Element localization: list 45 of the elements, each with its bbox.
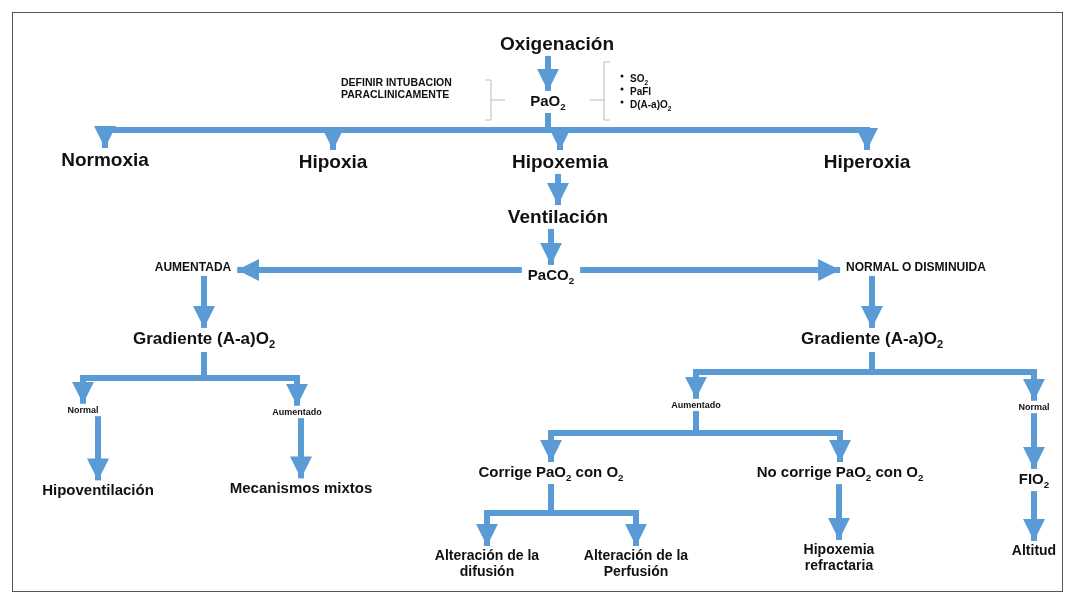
node-label: NORMAL O DISMINUIDA bbox=[846, 261, 986, 275]
node-label: PaCO$_{2}$ bbox=[527, 265, 575, 287]
arrow bbox=[1023, 491, 1045, 541]
arrow bbox=[548, 484, 647, 546]
node-label: DEFINIR INTUBACION PARACLINICAMENTE bbox=[341, 75, 491, 101]
arrow bbox=[1023, 413, 1045, 469]
list-item: PaFI bbox=[630, 86, 652, 97]
node-label: Alteración de la Perfusión bbox=[581, 546, 691, 580]
node-label: Mecanismos mixtos bbox=[229, 479, 373, 497]
node-label: Aumentado bbox=[671, 399, 721, 411]
node-label: Hipoxemia refractaria bbox=[784, 540, 894, 574]
arrow bbox=[201, 352, 308, 406]
arrow bbox=[537, 55, 559, 91]
node-label: Ventilación bbox=[507, 206, 609, 228]
node-label: No corrige PaO$_{2}$ con O$_{2}$ bbox=[756, 462, 924, 484]
arrow bbox=[237, 259, 522, 281]
node-label: Gradiente (A-a)O$_{2}$ bbox=[800, 328, 944, 352]
arrow bbox=[580, 259, 841, 281]
node-label: Oxigenación bbox=[500, 33, 614, 55]
node-label: Corrige PaO$_{2}$ con O$_{2}$ bbox=[478, 462, 624, 484]
node-label: FIO$_{2}$ bbox=[1018, 469, 1050, 491]
node-label: Normal bbox=[1018, 401, 1050, 413]
node-label: Gradiente (A-a)O$_{2}$ bbox=[132, 328, 276, 352]
arrow bbox=[87, 416, 109, 481]
arrow bbox=[193, 275, 215, 328]
arrow bbox=[290, 418, 312, 479]
node-label: Normoxia bbox=[61, 149, 149, 171]
arrow bbox=[693, 411, 851, 462]
node-label: AUMENTADA bbox=[154, 261, 232, 275]
arrow bbox=[828, 484, 850, 540]
node-label: PaO$_{2}$ bbox=[530, 91, 566, 113]
node-label: Normal bbox=[67, 404, 99, 416]
node-label: Hipoxemia bbox=[511, 151, 609, 173]
node-label: Alteración de la difusión bbox=[432, 546, 542, 580]
arrow bbox=[540, 228, 562, 265]
list-item: D(A-a)O$_{2}$ bbox=[630, 99, 672, 112]
node-label: Hipoxia bbox=[298, 151, 368, 173]
node-label: Altitud bbox=[1011, 541, 1057, 559]
node-label: Aumentado bbox=[272, 406, 322, 418]
arrow bbox=[869, 352, 1045, 401]
node-label: Hipoventilación bbox=[42, 481, 154, 499]
arrow bbox=[547, 173, 569, 206]
arrow bbox=[861, 275, 883, 328]
list-item: SO$_{2}$ bbox=[630, 73, 649, 86]
node-label: Hiperoxia bbox=[823, 151, 911, 173]
